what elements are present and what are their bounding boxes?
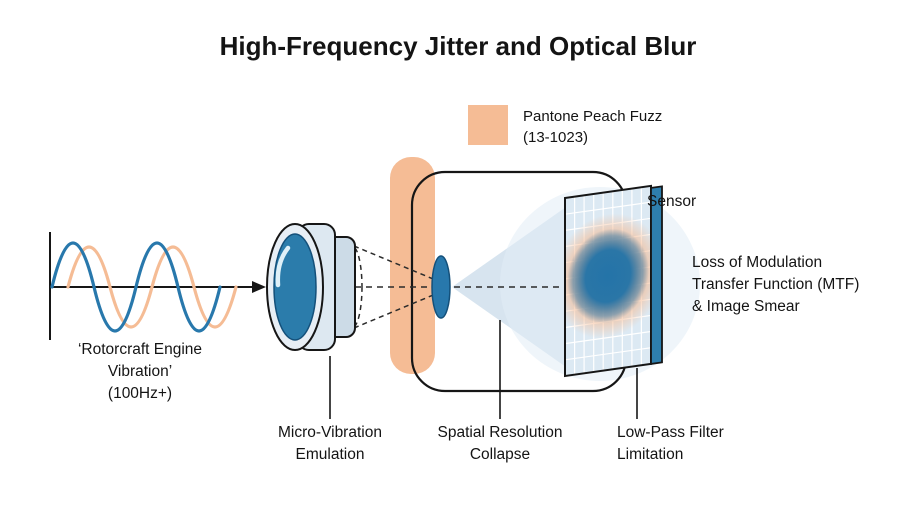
callout-lines	[329, 320, 638, 419]
callout-micro-vibration: Micro-Vibration Emulation	[278, 424, 382, 463]
lens-glass	[273, 233, 317, 341]
aperture-element	[431, 255, 451, 319]
dashed-cone	[341, 245, 451, 329]
blur-blob	[565, 213, 651, 339]
sensor-grid	[564, 184, 663, 378]
arrowhead-icon	[252, 281, 266, 293]
page-title: High-Frequency Jitter and Optical Blur	[219, 31, 697, 61]
lens-assembly	[266, 223, 356, 351]
sensor-label: Sensor	[647, 193, 697, 210]
sensor-side-face	[650, 185, 663, 365]
legend-label: Pantone Peach Fuzz (13-1023)	[523, 108, 663, 146]
callout-spatial-resolution: Spatial Resolution Collapse	[437, 424, 563, 463]
legend-swatch	[468, 105, 508, 145]
sine-wave-blue	[50, 241, 222, 333]
lens-highlight	[275, 245, 291, 288]
legend: Pantone Peach Fuzz (13-1023)	[468, 105, 662, 148]
peach-color-swatch	[468, 105, 508, 145]
sine-wave-peach	[66, 245, 238, 329]
callout-low-pass-filter: Low-Pass Filter Limitation	[617, 424, 724, 463]
mtf-loss-label: Loss of Modulation Transfer Function (MT…	[692, 254, 860, 315]
vibration-source-label: ‘Rotorcraft Engine Vibration’ (100Hz+)	[77, 341, 203, 402]
